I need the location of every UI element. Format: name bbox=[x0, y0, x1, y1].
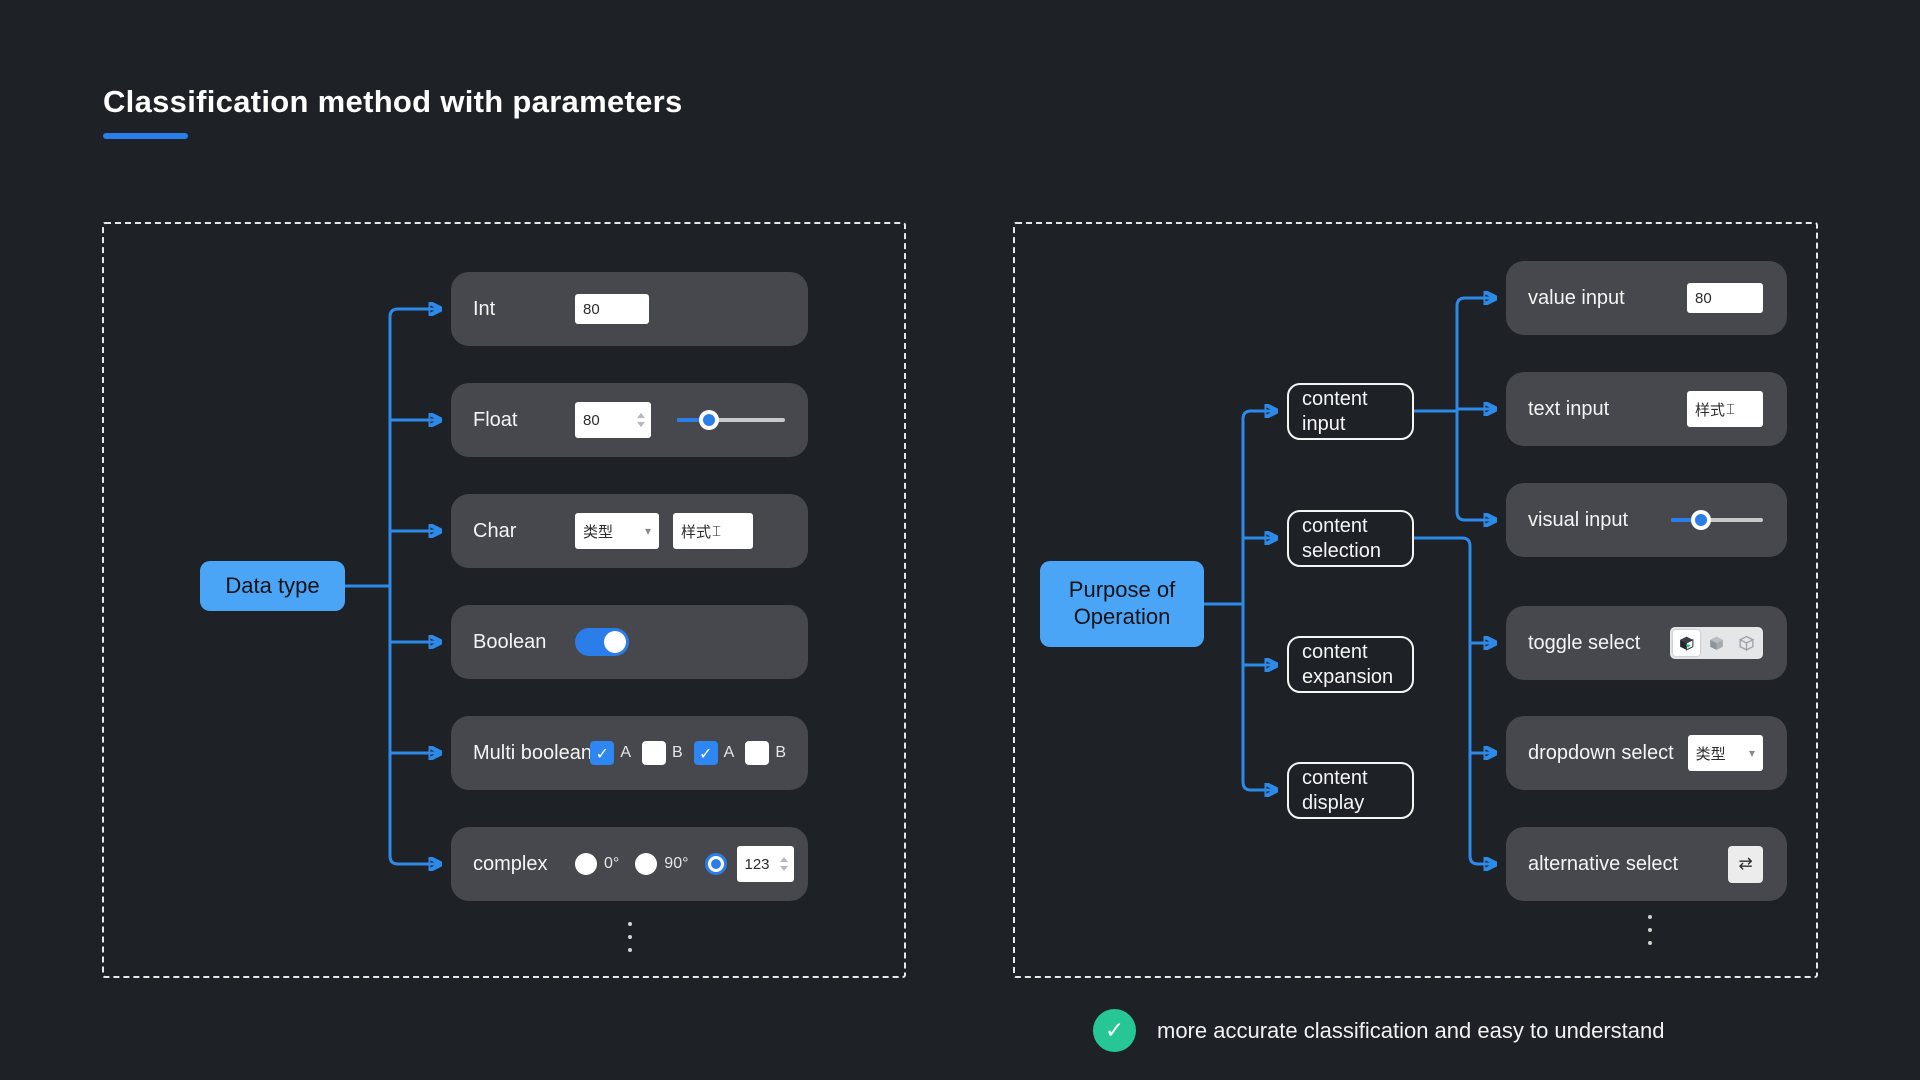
boolean-toggle[interactable] bbox=[575, 628, 629, 656]
row-alternative-select: alternative select ⇄ bbox=[1506, 827, 1787, 901]
checkbox-a1[interactable]: ✓ bbox=[590, 741, 615, 765]
toggle-select-control bbox=[1670, 627, 1763, 659]
row-toggle-select: toggle select bbox=[1506, 606, 1787, 680]
node-content-selection: content selection bbox=[1287, 510, 1414, 567]
row-char: Char 类型 ▾ 样式 ⌶ bbox=[451, 494, 808, 568]
row-label: visual input bbox=[1528, 508, 1629, 531]
complex-number-input[interactable]: 123 bbox=[736, 846, 794, 882]
node-content-input: content input bbox=[1287, 383, 1414, 440]
visual-input-slider[interactable] bbox=[1671, 510, 1763, 530]
footer-note: more accurate classification and easy to… bbox=[1157, 1018, 1665, 1043]
row-label: toggle select bbox=[1528, 631, 1641, 654]
cube-option-wireframe[interactable] bbox=[1733, 630, 1760, 656]
row-label: Int bbox=[473, 297, 496, 320]
row-label: complex bbox=[473, 852, 548, 875]
row-label: Multi boolean bbox=[473, 741, 592, 764]
radio-custom[interactable] bbox=[704, 853, 727, 875]
radio-group: 0° 90° bbox=[575, 853, 727, 875]
check-icon: ✓ bbox=[698, 743, 713, 763]
node-content-display: content display bbox=[1287, 762, 1414, 819]
row-visual-input: visual input bbox=[1506, 483, 1787, 557]
row-label: value input bbox=[1528, 286, 1625, 309]
row-label: Float bbox=[473, 408, 518, 431]
row-label: text input bbox=[1528, 397, 1610, 420]
check-icon: ✓ bbox=[1104, 1017, 1125, 1044]
char-style-input[interactable]: 样式 ⌶ bbox=[673, 513, 753, 549]
node-label: Data type bbox=[225, 572, 320, 598]
text-cursor-icon: ⌶ bbox=[1726, 400, 1736, 418]
row-float: Float 80 bbox=[451, 383, 808, 457]
row-label: Char bbox=[473, 519, 517, 542]
float-slider[interactable] bbox=[677, 410, 785, 430]
caret-down-icon: ▾ bbox=[1748, 746, 1755, 760]
caret-down-icon: ▾ bbox=[644, 524, 651, 538]
row-value-input: value input 80 bbox=[1506, 261, 1787, 335]
row-int: Int 80 bbox=[451, 272, 808, 346]
radio-0deg[interactable] bbox=[575, 853, 597, 875]
node-purpose-of-operation: Purpose of Operation bbox=[1040, 561, 1204, 647]
cube-filled-icon bbox=[1680, 636, 1694, 651]
cube-option-selected[interactable] bbox=[1673, 630, 1700, 656]
float-number-input[interactable]: 80 bbox=[575, 402, 651, 438]
row-label: Boolean bbox=[473, 630, 547, 653]
node-data-type: Data type bbox=[200, 561, 345, 611]
swap-arrows-icon: ⇄ bbox=[1738, 854, 1753, 874]
row-label: alternative select bbox=[1528, 852, 1679, 875]
text-input[interactable]: 样式 ⌶ bbox=[1687, 391, 1763, 427]
cube-outline-icon bbox=[1738, 635, 1755, 651]
cube-solid-icon bbox=[1710, 636, 1723, 650]
green-check-badge: ✓ bbox=[1093, 1009, 1136, 1052]
right-panel bbox=[1013, 222, 1818, 978]
checkbox-b2[interactable] bbox=[745, 741, 770, 765]
checkbox-a2[interactable]: ✓ bbox=[693, 741, 718, 765]
cube-option-solid[interactable] bbox=[1703, 630, 1730, 656]
row-label: dropdown select bbox=[1528, 741, 1674, 764]
row-dropdown-select: dropdown select 类型 ▾ bbox=[1506, 716, 1787, 790]
row-boolean: Boolean bbox=[451, 605, 808, 679]
left-ellipsis bbox=[628, 922, 632, 952]
row-complex: complex 0° 90° 123 bbox=[451, 827, 808, 901]
node-content-expansion: content expansion bbox=[1287, 636, 1414, 693]
page-title: Classification method with parameters bbox=[103, 84, 683, 119]
title-underline bbox=[103, 133, 188, 139]
int-value-input[interactable]: 80 bbox=[575, 294, 649, 324]
checkbox-group: ✓ A B ✓ A B bbox=[590, 741, 786, 765]
radio-90deg[interactable] bbox=[635, 853, 658, 875]
checkbox-b1[interactable] bbox=[641, 741, 666, 765]
node-label: Purpose of Operation bbox=[1068, 577, 1176, 629]
row-text-input: text input 样式 ⌶ bbox=[1506, 372, 1787, 446]
right-ellipsis bbox=[1648, 915, 1652, 945]
spinner-icon[interactable] bbox=[779, 857, 788, 871]
dropdown-select[interactable]: 类型 ▾ bbox=[1687, 735, 1763, 771]
text-cursor-icon: ⌶ bbox=[712, 522, 722, 540]
check-icon: ✓ bbox=[595, 743, 610, 763]
row-multi-boolean: Multi boolean ✓ A B ✓ A B bbox=[451, 716, 808, 790]
spinner-icon[interactable] bbox=[637, 413, 645, 427]
left-panel bbox=[102, 222, 906, 978]
alternative-select-button[interactable]: ⇄ bbox=[1728, 845, 1763, 883]
value-input[interactable]: 80 bbox=[1687, 283, 1763, 313]
char-type-dropdown[interactable]: 类型 ▾ bbox=[575, 513, 659, 549]
